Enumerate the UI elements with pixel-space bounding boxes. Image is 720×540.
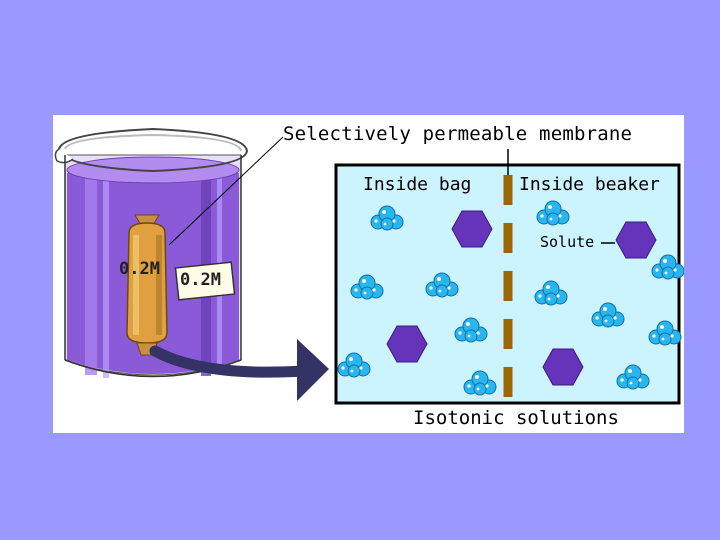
inside-bag-label: Inside bag [363, 174, 472, 195]
diagram-panel: Selectively permeable membrane Inside ba… [53, 115, 684, 433]
inside-beaker-label: Inside beaker [519, 174, 660, 195]
membrane-label: Selectively permeable membrane [283, 123, 633, 145]
solute-label: Solute [540, 233, 595, 251]
caption: Isotonic solutions [413, 407, 619, 429]
dialysis-bag [126, 214, 168, 356]
diagram-graphic [54, 127, 684, 405]
bag-concentration: 0.2M [119, 259, 160, 279]
zoom-arrow [149, 339, 329, 401]
beaker-concentration: 0.2M [180, 270, 221, 290]
beaker [54, 127, 249, 378]
concentration-tag [174, 261, 236, 301]
